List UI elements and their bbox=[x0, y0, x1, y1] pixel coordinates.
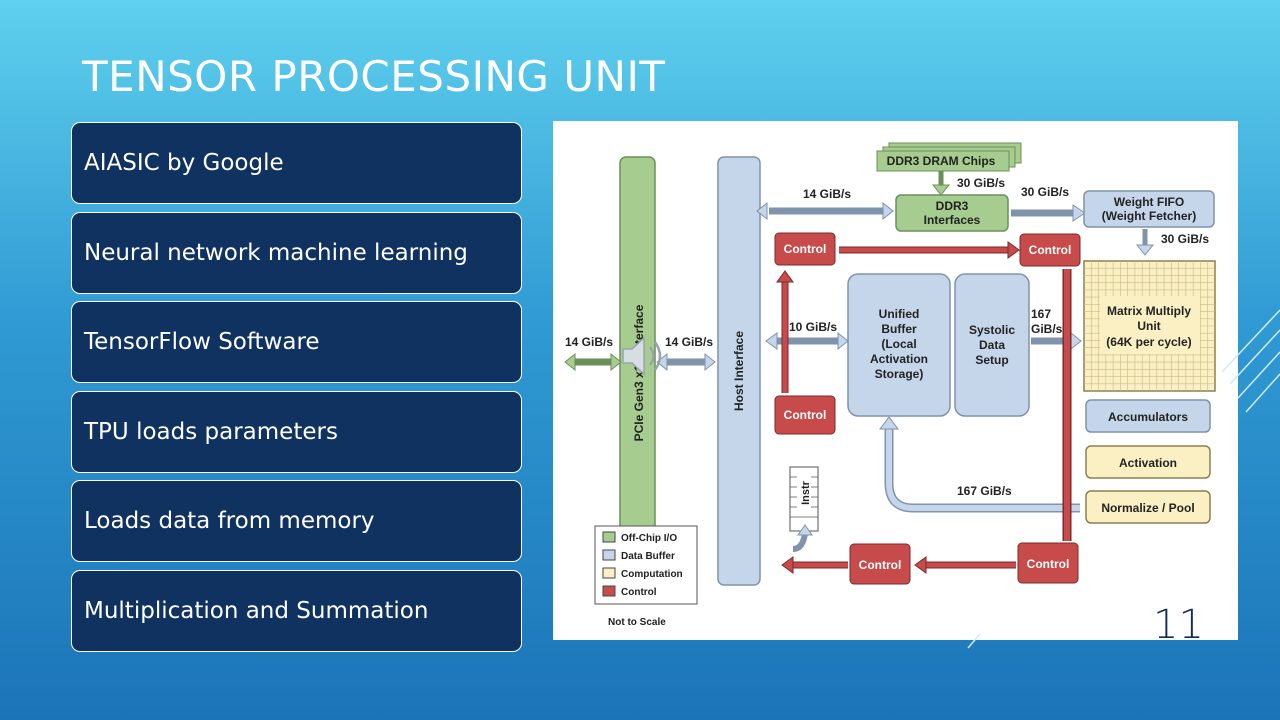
bw-label: GiB/s bbox=[1031, 322, 1063, 336]
bw-label: 30 GiB/s bbox=[1021, 185, 1069, 199]
control-block bbox=[849, 543, 911, 585]
activation-block bbox=[1085, 445, 1211, 479]
bw-label: 10 GiB/s bbox=[789, 320, 837, 334]
unified-buffer-label: Buffer bbox=[881, 322, 917, 336]
weight-fifo-label: (Weight Fetcher) bbox=[1102, 209, 1196, 223]
normalize-pool-label: Normalize / Pool bbox=[1101, 501, 1194, 515]
slide-number: 11 bbox=[1153, 602, 1204, 648]
legend-label: Data Buffer bbox=[621, 551, 675, 562]
bullet-item[interactable]: AIASIC by Google bbox=[71, 122, 522, 204]
slide-title: TENSOR PROCESSING UNIT bbox=[82, 52, 666, 101]
bw-label: 14 GiB/s bbox=[803, 187, 851, 201]
accumulators-block bbox=[1085, 399, 1211, 433]
control-block bbox=[1017, 542, 1079, 584]
bullet-item[interactable]: Loads data from memory bbox=[71, 480, 522, 562]
bullet-label: TensorFlow Software bbox=[84, 328, 320, 355]
bw-label: 14 GiB/s bbox=[665, 335, 713, 349]
control-label: Control bbox=[859, 558, 902, 572]
control-block bbox=[774, 395, 836, 435]
bullet-item[interactable]: TPU loads parameters bbox=[71, 391, 522, 473]
legend: Off-Chip I/O Data Buffer Computation Con… bbox=[594, 525, 698, 605]
weight-fifo-block bbox=[1083, 190, 1215, 228]
control-label: Control bbox=[784, 408, 827, 422]
ddr3-chips-label: DDR3 DRAM Chips bbox=[887, 154, 996, 168]
bullet-label: Loads data from memory bbox=[84, 507, 375, 534]
legend-swatch bbox=[602, 567, 616, 579]
ddr3-if-label: Interfaces bbox=[924, 213, 981, 227]
unified-buffer-block bbox=[847, 273, 951, 417]
ddr3-interfaces-block bbox=[895, 194, 1009, 232]
systolic-label: Setup bbox=[975, 353, 1008, 367]
bullet-item[interactable]: Multiplication and Summation bbox=[71, 570, 522, 652]
bw-label: 167 bbox=[1031, 307, 1051, 321]
bw-label: 14 GiB/s bbox=[565, 335, 613, 349]
unified-buffer-label: Unified bbox=[879, 307, 920, 321]
legend-label: Off-Chip I/O bbox=[621, 533, 677, 544]
host-interface-label: Host Interface bbox=[732, 331, 746, 411]
decorative-lines bbox=[1221, 309, 1280, 413]
mmu-label: (64K per cycle) bbox=[1106, 335, 1191, 349]
legend-swatch bbox=[602, 585, 616, 597]
systolic-label: Systolic bbox=[969, 323, 1015, 337]
control-block bbox=[774, 232, 836, 266]
legend-label: Control bbox=[621, 587, 657, 598]
systolic-label: Data bbox=[979, 338, 1005, 352]
control-label: Control bbox=[1027, 557, 1070, 571]
weight-fifo-label: Weight FIFO bbox=[1114, 195, 1184, 209]
activation-label: Activation bbox=[1119, 456, 1177, 470]
instr-label: Instr bbox=[800, 480, 812, 505]
mmu-label: Unit bbox=[1137, 319, 1160, 333]
mmu-label: Matrix Multiply bbox=[1107, 304, 1191, 318]
bw-label: 30 GiB/s bbox=[1161, 232, 1209, 246]
legend-swatch bbox=[602, 531, 616, 543]
bullet-item[interactable]: TensorFlow Software bbox=[71, 301, 522, 383]
audio-speaker-icon[interactable] bbox=[617, 332, 669, 380]
not-to-scale-note: Not to Scale bbox=[608, 617, 666, 628]
decorative-line bbox=[967, 633, 981, 649]
accumulators-label: Accumulators bbox=[1108, 410, 1188, 424]
unified-buffer-label: (Local bbox=[881, 337, 916, 351]
legend-label: Computation bbox=[621, 569, 683, 580]
control-label: Control bbox=[1029, 243, 1072, 257]
normalize-pool-block bbox=[1085, 490, 1211, 524]
tpu-block-diagram: PCIe Gen3 x16 Interface Host Interface D… bbox=[553, 121, 1238, 640]
bullet-label: AIASIC by Google bbox=[84, 149, 284, 176]
bullet-item[interactable]: Neural network machine learning bbox=[71, 212, 522, 294]
bullet-label: Multiplication and Summation bbox=[84, 597, 429, 624]
bullet-label: TPU loads parameters bbox=[84, 418, 338, 445]
bw-label: 30 GiB/s bbox=[957, 176, 1005, 190]
ddr3-if-label: DDR3 bbox=[936, 199, 969, 213]
unified-buffer-label: Storage) bbox=[875, 367, 924, 381]
bullet-label: Neural network machine learning bbox=[84, 239, 468, 266]
bw-label: 167 GiB/s bbox=[957, 484, 1012, 498]
host-interface-block bbox=[717, 156, 761, 586]
legend-swatch bbox=[602, 549, 616, 561]
systolic-data-setup-block bbox=[954, 273, 1030, 417]
control-label: Control bbox=[784, 242, 827, 256]
control-block bbox=[1019, 233, 1081, 267]
unified-buffer-label: Activation bbox=[870, 352, 928, 366]
